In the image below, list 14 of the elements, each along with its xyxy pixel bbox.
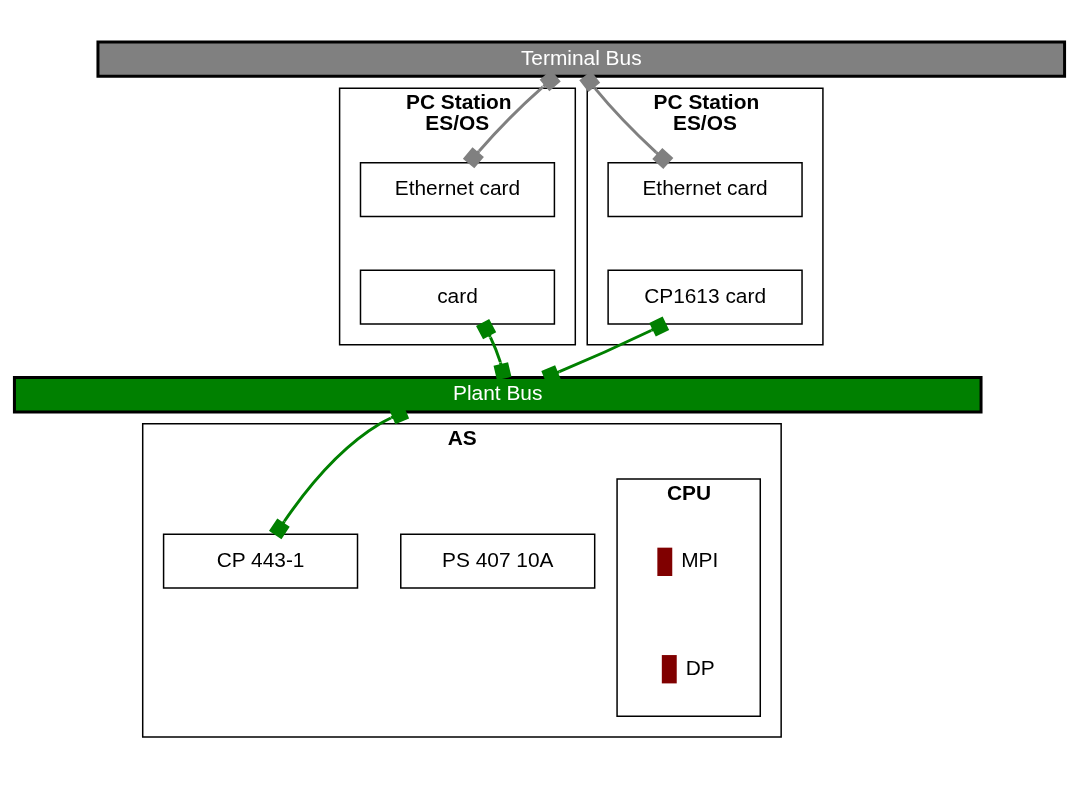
node-box	[657, 547, 673, 576]
node-box: card	[359, 269, 556, 325]
node-box: CP 443-1	[162, 533, 359, 589]
node-box: CP1613 card	[607, 269, 803, 325]
connector	[579, 71, 674, 169]
node-box: Terminal Bus	[96, 40, 1067, 78]
node-label: MPI	[681, 548, 719, 572]
node-box: Plant Bus	[12, 376, 983, 414]
node-box	[661, 655, 677, 684]
node-label: DP	[685, 655, 715, 679]
node-box: Ethernet card	[607, 162, 803, 218]
connector	[476, 319, 512, 381]
node-box: Ethernet card	[359, 162, 556, 218]
node-box: PS 407 10A	[400, 533, 596, 589]
